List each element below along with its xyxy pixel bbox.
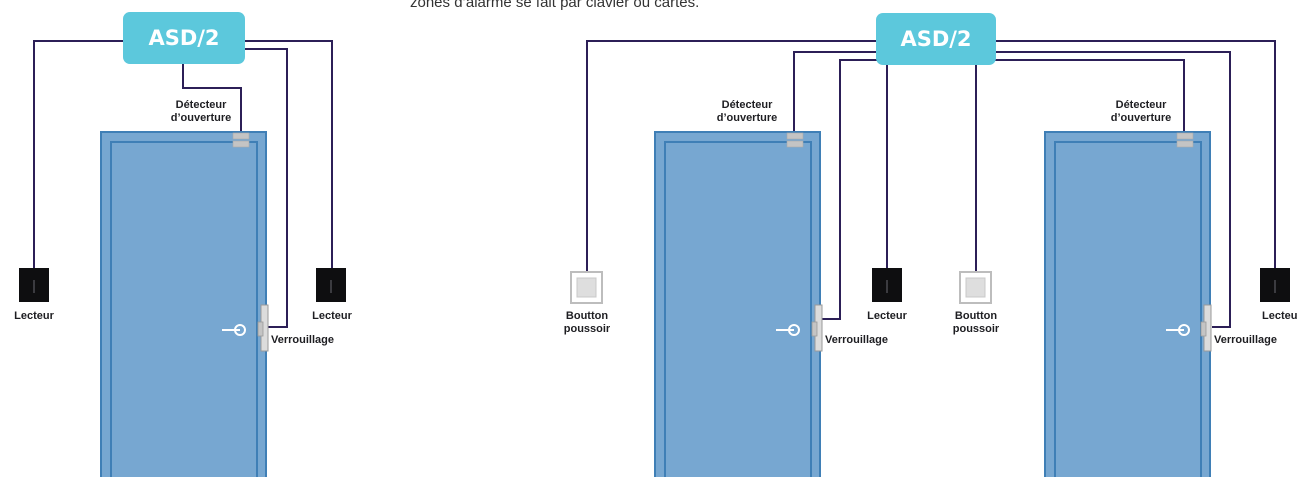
opening-sensor-2 — [1176, 132, 1194, 148]
wire-reader-right — [244, 40, 333, 284]
button-1-label-line1: Boutton — [566, 310, 608, 322]
reader-right-label: Lecteur — [312, 310, 352, 322]
right-door-1 — [654, 131, 821, 477]
right-door-2 — [1044, 131, 1211, 477]
button-2-label-line2: poussoir — [953, 323, 1000, 335]
reader-left-label: Lecteur — [14, 310, 54, 322]
controller-box-right: ASD/2 — [876, 13, 996, 65]
door-handle-2-icon — [1166, 324, 1190, 336]
caption-text: zones d’alarme se fait par clavier ou ca… — [410, 0, 699, 11]
wire-reader-2 — [994, 40, 1276, 284]
reader-2-icon — [1260, 268, 1290, 302]
sensor-2-label-line2: d’ouverture — [1111, 112, 1172, 124]
sensor-top — [232, 132, 250, 140]
door-inner-frame — [1054, 141, 1202, 477]
lock-label: Verrouillage — [271, 334, 334, 346]
wire-reader-left — [33, 40, 125, 284]
sensor-bottom — [232, 140, 250, 148]
left-diagram: Détecteur d’ouverture ASD/2 Lecteur Lect… — [14, 12, 353, 477]
door-panel — [1044, 131, 1211, 477]
left-wires — [33, 40, 333, 328]
opening-sensor — [232, 132, 250, 148]
button-1-label-line2: poussoir — [564, 323, 611, 335]
wire-lock-2 — [994, 51, 1231, 328]
wire-lock — [244, 48, 288, 328]
sensor-1-label-line2: d’ouverture — [717, 112, 778, 124]
right-diagram: Détecteur d’ouverture Détecteur d’ouvert… — [564, 13, 1298, 477]
button-2-label-line1: Boutton — [955, 310, 997, 322]
opening-sensor-1 — [786, 132, 804, 148]
door-panel — [100, 131, 267, 477]
door-handle-1-icon — [776, 324, 800, 336]
controller-box: ASD/2 — [123, 12, 245, 64]
push-button-1-icon — [570, 271, 603, 304]
electric-lock-icon — [257, 304, 269, 352]
electric-lock-2-icon — [1200, 304, 1212, 352]
electric-lock-1-icon — [811, 304, 823, 352]
door-handle-icon — [222, 324, 246, 336]
lock-1-label: Verrouillage — [825, 334, 888, 346]
controller-rect — [876, 13, 996, 65]
wire-sensor-1 — [793, 51, 878, 133]
right-wires — [586, 40, 1276, 328]
door-panel — [654, 131, 821, 477]
push-button-2-icon — [959, 271, 992, 304]
wire-button-1 — [586, 40, 878, 272]
reader-left-icon — [19, 268, 49, 302]
door-inner-frame — [110, 141, 258, 477]
sensor-label-line2: d’ouverture — [171, 112, 232, 124]
controller-label-right: ASD/2 — [900, 27, 971, 51]
sensor-label-line1: Détecteur — [176, 99, 227, 111]
controller-label: ASD/2 — [148, 26, 219, 50]
wire-sensor-2 — [994, 59, 1185, 133]
sensor-2-label-line1: Détecteur — [1116, 99, 1167, 111]
door-inner-frame — [664, 141, 812, 477]
lock-2-label: Verrouillage — [1214, 334, 1277, 346]
reader-1-icon — [872, 268, 902, 302]
reader-1-label: Lecteur — [867, 310, 907, 322]
wire-lock-1 — [822, 59, 882, 320]
left-door — [100, 131, 267, 477]
reader-right-icon — [316, 268, 346, 302]
reader-2-label: Lecteur — [1262, 310, 1298, 322]
controller-rect — [123, 12, 245, 64]
wire-sensor — [182, 64, 242, 133]
sensor-1-label-line1: Détecteur — [722, 99, 773, 111]
